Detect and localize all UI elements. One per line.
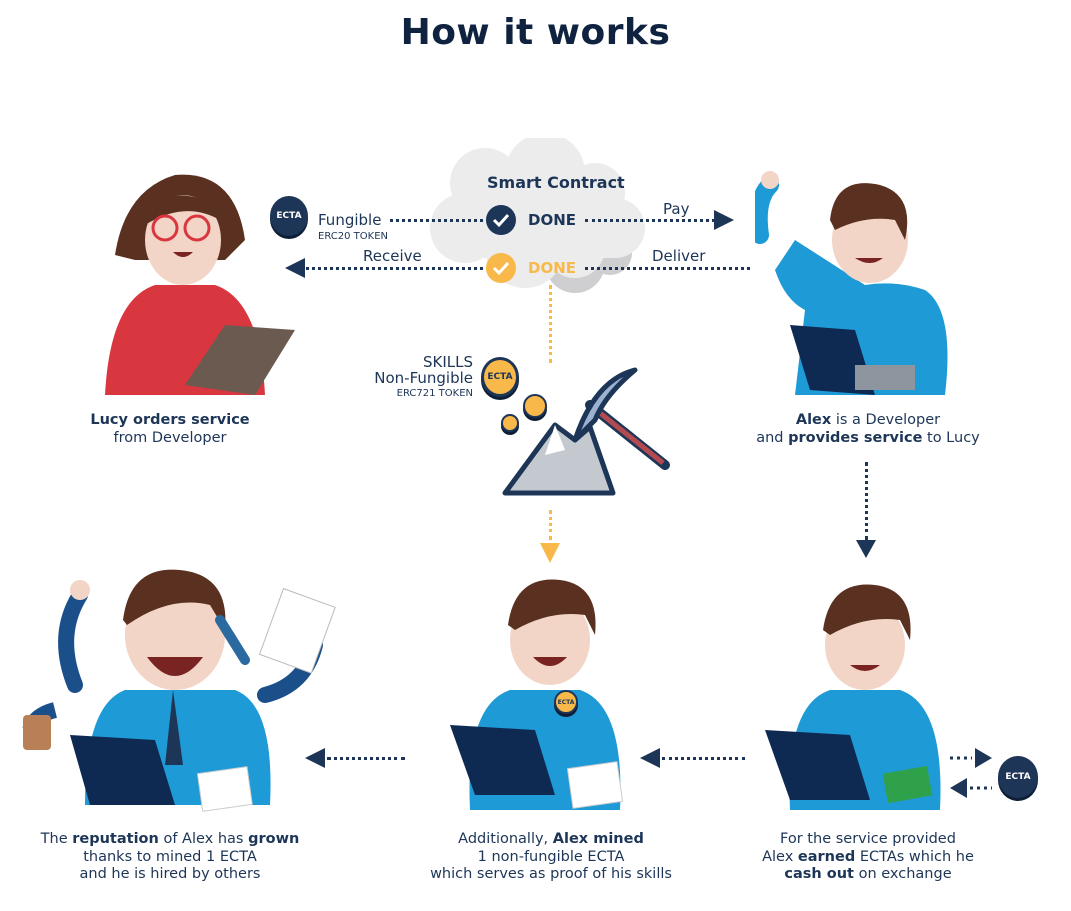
mined-arrow-icon [640, 748, 660, 768]
earn-dotted-line [865, 462, 868, 540]
mining-pickaxe-illustration [502, 367, 670, 496]
erc721-label: ERC721 TOKEN [396, 388, 473, 399]
mined-caption: Additionally, Alex mined 1 non-fungible … [430, 831, 672, 882]
alex-mined-illustration [450, 579, 624, 810]
cash-out-caption: For the service provided Alex earned ECT… [762, 831, 974, 882]
ecta-fungible-coin-icon: ECTA [270, 196, 308, 236]
mining-arrow-icon [540, 543, 560, 563]
lucy-illustration [105, 174, 295, 395]
smart-contract-title: Smart Contract [487, 173, 625, 192]
receive-arrow-icon [285, 258, 305, 278]
pay-label: Pay [663, 200, 690, 218]
mined-dotted-line [662, 757, 745, 760]
check-done-navy-icon [486, 205, 516, 235]
tiny-nft-coin-icon [501, 414, 519, 432]
receive-dotted-line [306, 267, 483, 270]
ecta-exchange-coin-icon: ECTA [998, 756, 1038, 798]
pay-arrow-icon [714, 210, 734, 230]
deliver-dotted-line [585, 267, 750, 270]
alex-reputation-illustration [22, 569, 336, 812]
exchange-arrows-icon [950, 748, 992, 798]
fungible-dotted-line [390, 219, 483, 222]
ecta-badge-icon: ECTA [554, 690, 578, 714]
reputation-caption: The reputation of Alex has grown thanks … [40, 831, 300, 882]
skills-label: SKILLS [422, 353, 473, 371]
fungible-label: Fungible [318, 211, 382, 229]
check-done-orange-icon [486, 253, 516, 283]
reputation-arrow-icon [305, 748, 325, 768]
page-title: How it works [400, 12, 671, 53]
ecta-nft-coin-icon: ECTA [481, 357, 519, 397]
deliver-label: Deliver [652, 247, 706, 265]
alex-cash-out-illustration [765, 584, 941, 810]
mining-dotted-line [549, 285, 552, 363]
reputation-dotted-line [327, 757, 405, 760]
small-nft-coin-icon [523, 394, 547, 418]
alex-developer-caption: Alex is a Developer and provides service… [756, 412, 980, 446]
receive-label: Receive [363, 247, 422, 265]
pay-dotted-line [585, 219, 715, 222]
mining-dotted-line-lower [549, 510, 552, 540]
deliver-done-status: DONE [528, 259, 577, 277]
alex-developer-illustration [755, 171, 948, 395]
earn-arrow-icon [856, 540, 876, 558]
non-fungible-label: Non-Fungible [374, 369, 473, 387]
pay-done-status: DONE [528, 211, 577, 229]
erc20-label: ERC20 TOKEN [318, 231, 388, 242]
